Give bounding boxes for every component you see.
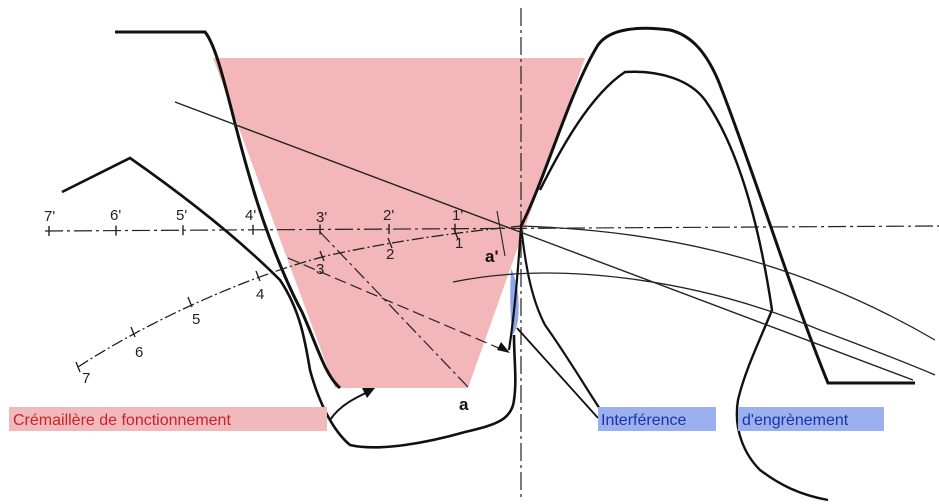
- interference-label-box-2: [738, 407, 884, 431]
- arrowhead-a-prime: [497, 342, 510, 353]
- point-label-3: 3: [316, 261, 324, 278]
- point-label-1p: 1': [452, 207, 463, 224]
- curve-ticks: [75, 228, 459, 373]
- path-curve-right: [520, 225, 936, 341]
- dashed-diagonal-2: [287, 257, 509, 353]
- point-label-6p: 6': [110, 207, 121, 224]
- curve-tick-4: [255, 270, 261, 282]
- point-label-4: 4: [256, 286, 264, 303]
- a-prime-tick: [496, 210, 506, 257]
- interference-label-box-1: [598, 407, 716, 431]
- point-label-2: 2: [386, 246, 394, 263]
- right-tooth-profile: [519, 26, 915, 385]
- point-label-7p: 7': [44, 208, 55, 225]
- point-label-3p: 3': [316, 209, 327, 226]
- cusp-curve: [507, 225, 607, 419]
- left-gear-loop: [61, 156, 517, 449]
- point-label-4p: 4': [245, 207, 256, 224]
- point-label-1: 1: [455, 235, 463, 252]
- curve-tick-2: [130, 326, 136, 338]
- rack-leader-arrowhead: [362, 388, 375, 398]
- right-gear-curve: [538, 70, 829, 502]
- point-label-5p: 5': [176, 207, 187, 224]
- path-curve-lower: [452, 272, 936, 376]
- curve-tick-7: [453, 228, 459, 240]
- point-label-a-prime: a': [485, 247, 499, 266]
- interference-label-2: d'engrènement: [742, 412, 849, 429]
- point-label-a: a: [459, 395, 469, 414]
- curve-tick-3: [187, 296, 193, 308]
- interference-label-1: Interférence: [601, 412, 686, 429]
- point-label-7: 7: [82, 370, 90, 387]
- line-of-action: [174, 101, 914, 381]
- point-label-2p: 2': [383, 207, 394, 224]
- dashed-diagonal-1: [319, 231, 469, 388]
- curve-tick-5: [319, 250, 325, 262]
- point-label-6: 6: [135, 344, 143, 361]
- curve-tick-6: [387, 237, 393, 249]
- rack-label-box: [9, 407, 327, 431]
- pitch-ticks: [48, 223, 456, 236]
- curve-tick-1: [75, 361, 81, 373]
- rack-trapezoid: [213, 58, 585, 388]
- left-tooth-profile: [115, 30, 342, 390]
- interference-leader: [516, 327, 599, 419]
- rack-label: Crémaillère de fonctionnement: [13, 412, 231, 429]
- point-label-5: 5: [192, 311, 200, 328]
